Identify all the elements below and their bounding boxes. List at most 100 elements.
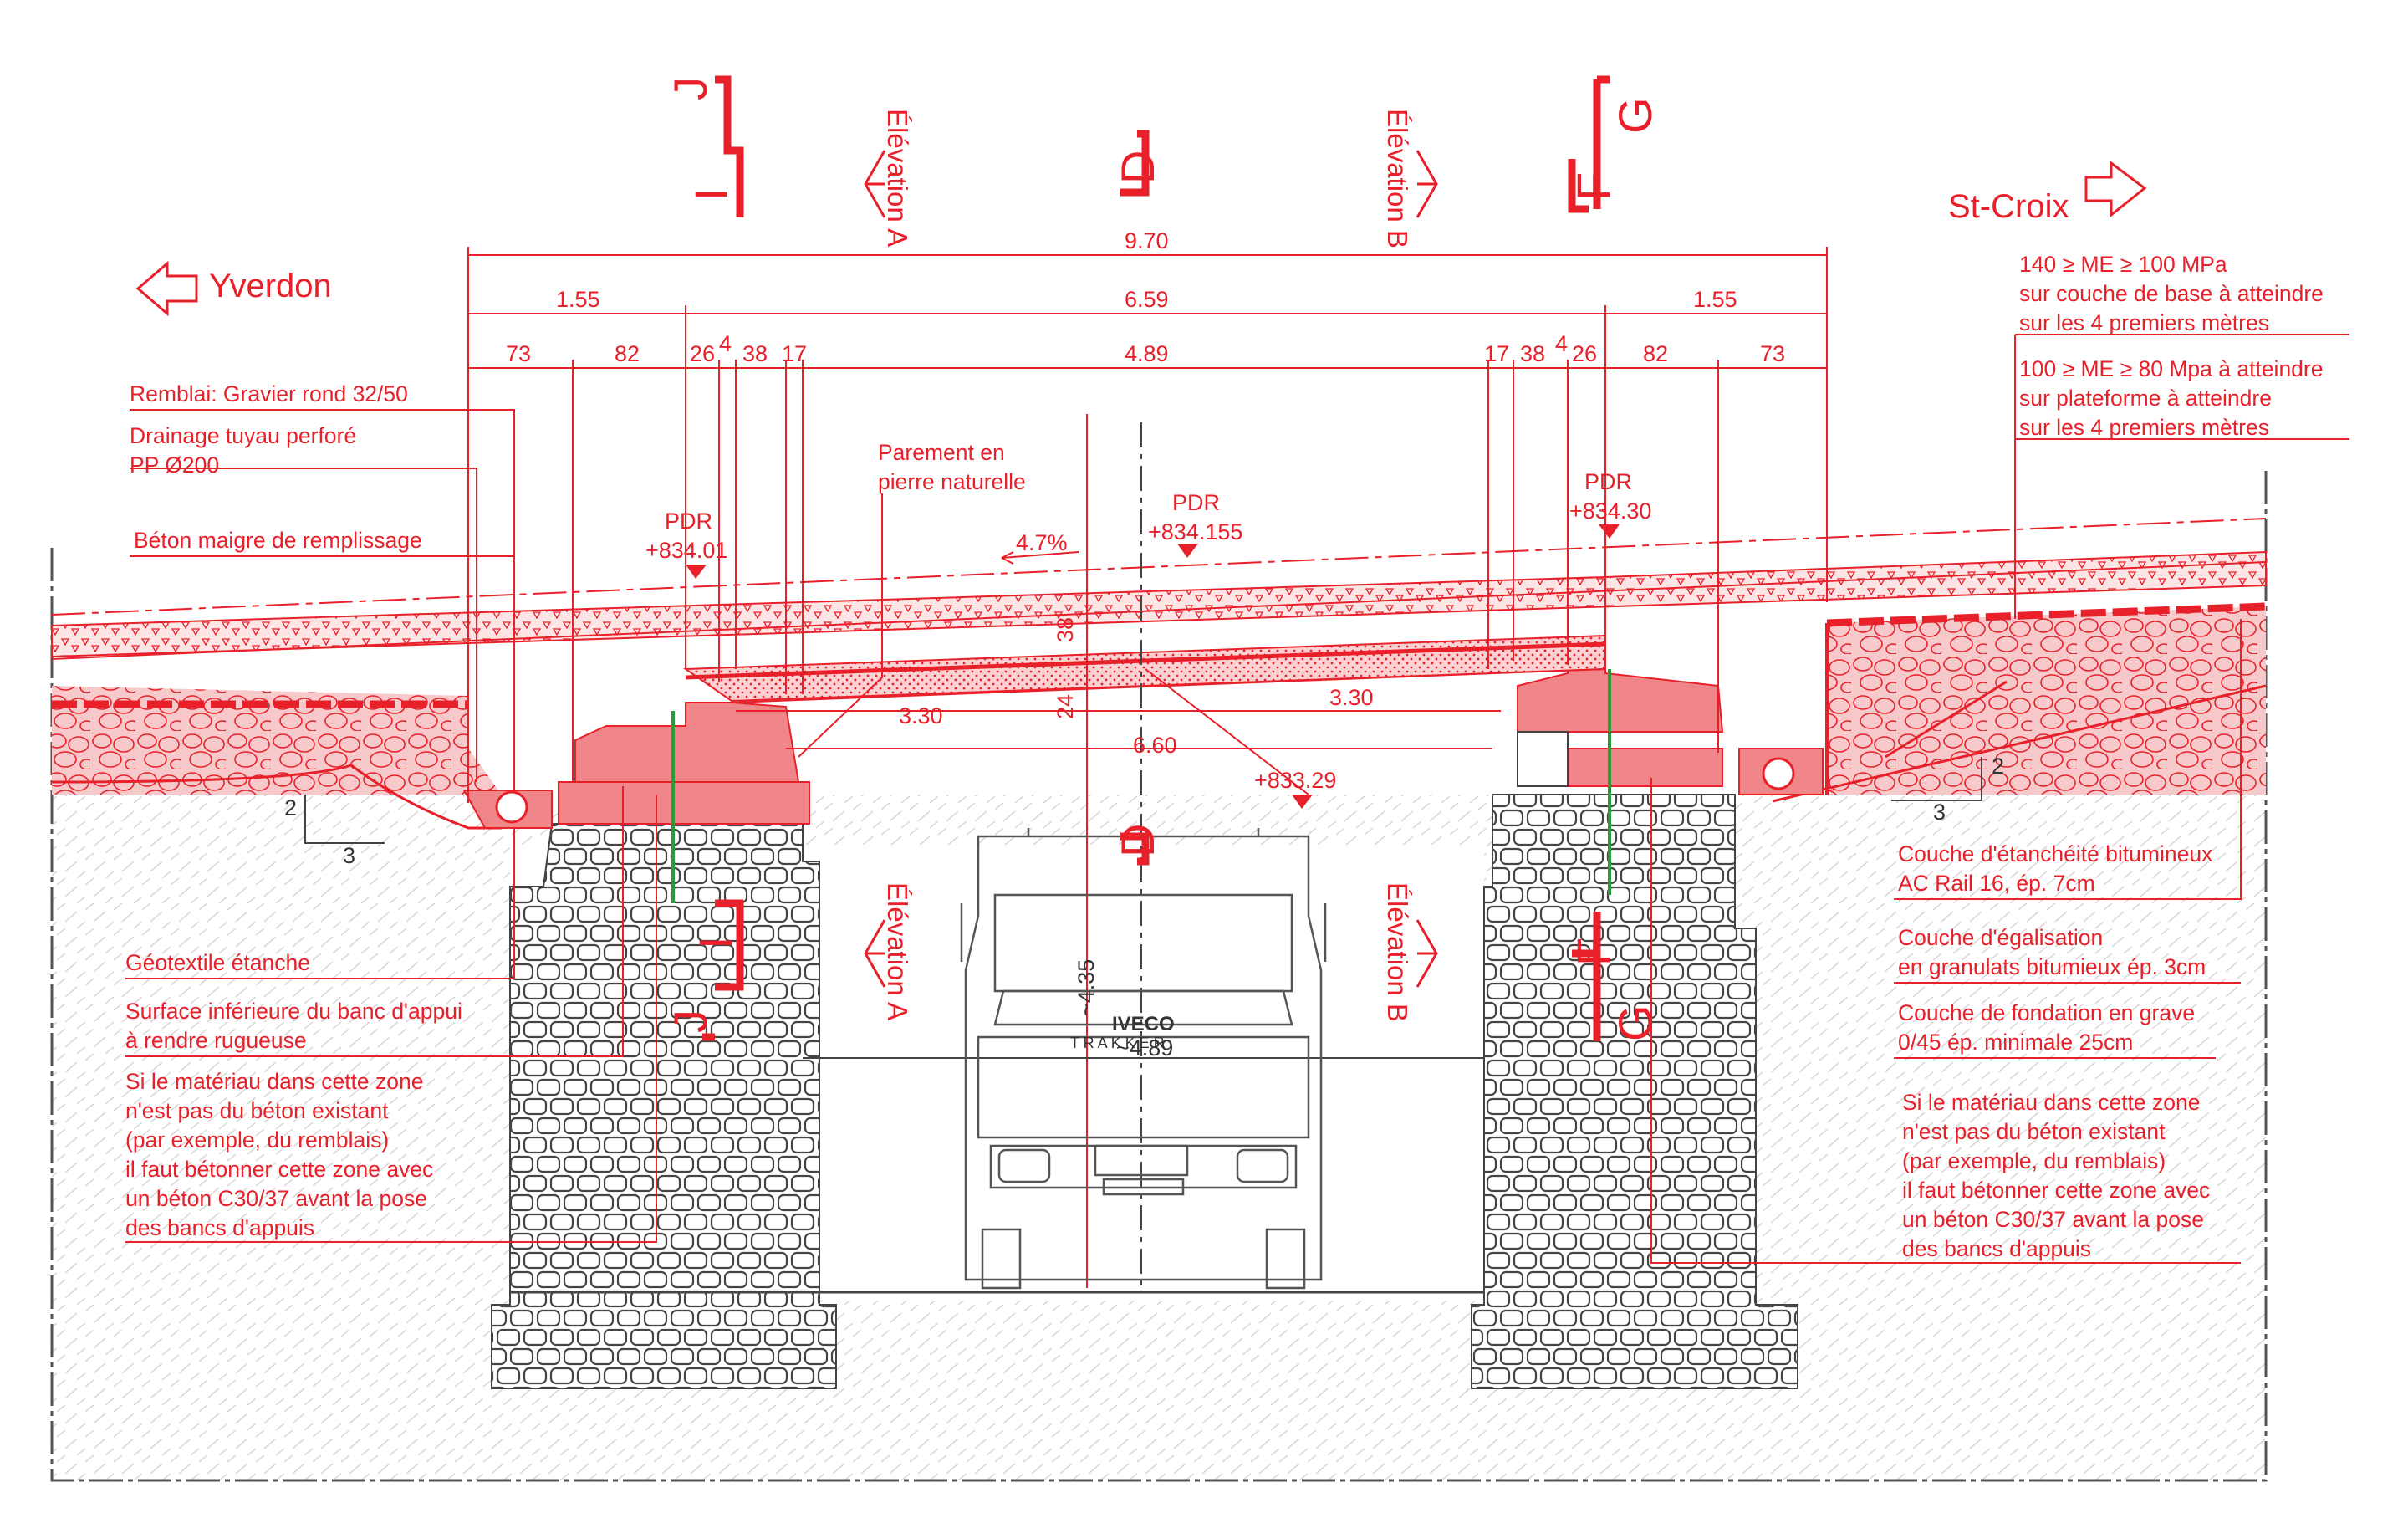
- slope-v-right: 2: [1992, 754, 2004, 779]
- leader-lines: [125, 334, 2349, 1264]
- dim-82-left: 82: [615, 341, 640, 366]
- note-fond-2: 0/45 ép. minimale 25cm: [1898, 1030, 2133, 1055]
- dim-73-right: 73: [1760, 341, 1785, 366]
- elevation-b-bottom: Élévation B: [1382, 882, 1413, 1022]
- section-d-bottom: D: [1111, 824, 1164, 857]
- dim-deck: 38: [1053, 617, 1078, 642]
- dim-4-left: 4: [719, 331, 732, 356]
- arrow-right-icon: [2084, 161, 2147, 218]
- section-markers: [702, 75, 1610, 1041]
- note-me1-3: sur les 4 premiers mètres: [2019, 310, 2269, 335]
- note-me1-2: sur couche de base à atteindre: [2019, 281, 2324, 306]
- note-left-si-5: un béton C30/37 avant la pose: [125, 1186, 427, 1211]
- bearing-seats: [558, 652, 1724, 903]
- dim-26-left: 26: [690, 341, 715, 366]
- note-parement-1: Parement en: [878, 440, 1005, 465]
- note-etanch-1: Couche d'étanchéité bitumineux: [1898, 841, 2212, 866]
- dim-height: ~4.35: [1074, 959, 1099, 1016]
- dim-half-right: 3.30: [1329, 685, 1374, 710]
- dim-span: 6.59: [1125, 287, 1169, 312]
- dim-clear: 6.60: [1133, 733, 1177, 758]
- dim-side-left: 1.55: [556, 287, 600, 312]
- direction-left-label: Yverdon: [209, 268, 332, 304]
- note-right-si-4: il faut bétonner cette zone avec: [1902, 1178, 2210, 1203]
- dim-38-right: 38: [1520, 341, 1545, 366]
- note-me1-1: 140 ≥ ME ≥ 100 MPa: [2019, 252, 2227, 277]
- pdr-under-value: +833.29: [1254, 768, 1336, 793]
- note-drain-1: Drainage tuyau perforé: [130, 423, 356, 448]
- note-remblai: Remblai: Gravier rond 32/50: [130, 381, 408, 406]
- note-left-si-1: Si le matériau dans cette zone: [125, 1069, 423, 1094]
- section-j-bottom: J: [664, 1009, 717, 1033]
- dim-17-left: 17: [782, 341, 807, 366]
- elevation-arrows: [864, 150, 1438, 988]
- section-i-top: I: [685, 187, 737, 201]
- dim-73-left: 73: [506, 341, 531, 366]
- note-left-si-4: il faut bétonner cette zone avec: [125, 1157, 433, 1182]
- note-right-si-3: (par exemple, du remblais): [1902, 1148, 2166, 1173]
- section-f-top: F: [1567, 172, 1620, 201]
- section-j-top: J: [664, 77, 717, 100]
- section-i-bottom: I: [689, 936, 742, 949]
- dim-half-left: 3.30: [899, 703, 943, 728]
- note-me2-2: sur plateforme à atteindre: [2019, 386, 2272, 411]
- elevation-a-top: Élévation A: [882, 109, 913, 247]
- pdr-right-value: +834.30: [1569, 498, 1651, 524]
- note-surf-1: Surface inférieure du banc d'appui: [125, 999, 462, 1024]
- dim-side-right: 1.55: [1693, 287, 1737, 312]
- note-right-si-5: un béton C30/37 avant la pose: [1902, 1207, 2204, 1232]
- dim-4-right: 4: [1555, 331, 1568, 356]
- section-g-top: G: [1609, 97, 1661, 134]
- direction-arrows: [135, 161, 2147, 317]
- dim-82-right: 82: [1643, 341, 1668, 366]
- elevation-b-top: Élévation B: [1382, 109, 1413, 248]
- note-left-si-3: (par exemple, du remblais): [125, 1127, 389, 1153]
- left-embankment: [51, 550, 2267, 830]
- note-left-si-2: n'est pas du béton existant: [125, 1098, 389, 1123]
- pdr-right-label: PDR: [1584, 469, 1632, 494]
- pdr-mid-value: +834.155: [1148, 519, 1242, 544]
- note-egal-2: en granulats bitumieux ép. 3cm: [1898, 954, 2206, 979]
- pdr-left-label: PDR: [665, 509, 712, 534]
- note-etanch-2: AC Rail 16, ép. 7cm: [1898, 871, 2095, 896]
- pdr-mid-label: PDR: [1172, 490, 1220, 515]
- note-parement-2: pierre naturelle: [878, 469, 1026, 494]
- note-fond-1: Couche de fondation en grave: [1898, 1000, 2195, 1025]
- dim-inner: 4.89: [1125, 341, 1169, 366]
- drain-pipes: [462, 748, 1824, 829]
- note-right-si-1: Si le matériau dans cette zone: [1902, 1090, 2200, 1115]
- slope-v-left: 2: [284, 795, 297, 820]
- section-d-top: D: [1111, 151, 1164, 184]
- note-me2-1: 100 ≥ ME ≥ 80 Mpa à atteindre: [2019, 356, 2323, 381]
- truck: [960, 828, 1327, 1290]
- note-me2-3: sur les 4 premiers mètres: [2019, 415, 2269, 440]
- direction-right-label: St-Croix: [1948, 188, 2069, 225]
- dimension-lines: [467, 247, 1828, 1294]
- note-left-si-6: des bancs d'appuis: [125, 1215, 314, 1240]
- arrow-left-icon: [135, 260, 198, 317]
- dim-26-right: 26: [1572, 341, 1597, 366]
- dim-width: ~4.89: [1116, 1035, 1173, 1061]
- note-geotex: Géotextile étanche: [125, 950, 310, 975]
- truck-model: T R A K K E R: [1070, 1035, 1165, 1051]
- dim-17-right: 17: [1484, 341, 1509, 366]
- dim-38-left: 38: [742, 341, 768, 366]
- slope-percent: 4.7%: [1016, 530, 1068, 555]
- note-right-si-6: des bancs d'appuis: [1902, 1236, 2091, 1261]
- note-egal-1: Couche d'égalisation: [1898, 925, 2103, 950]
- dim-total: 9.70: [1125, 228, 1169, 253]
- section-f-bottom: F: [1567, 938, 1620, 966]
- abutments: [491, 794, 1798, 1389]
- section-g-bottom: G: [1609, 1004, 1661, 1041]
- road-profile: [51, 518, 2267, 660]
- truck-brand: IVECO: [1112, 1013, 1175, 1035]
- note-beton: Béton maigre de remplissage: [134, 528, 422, 553]
- elevation-a-bottom: Élévation A: [882, 882, 913, 1020]
- note-drain-2: PP Ø200: [130, 452, 219, 478]
- pdr-left-value: +834.01: [645, 538, 727, 563]
- note-right-si-2: n'est pas du béton existant: [1902, 1119, 2166, 1144]
- slope-h-right: 3: [1933, 800, 1946, 825]
- slope-h-left: 3: [343, 843, 355, 868]
- dim-gap: 24: [1053, 694, 1078, 719]
